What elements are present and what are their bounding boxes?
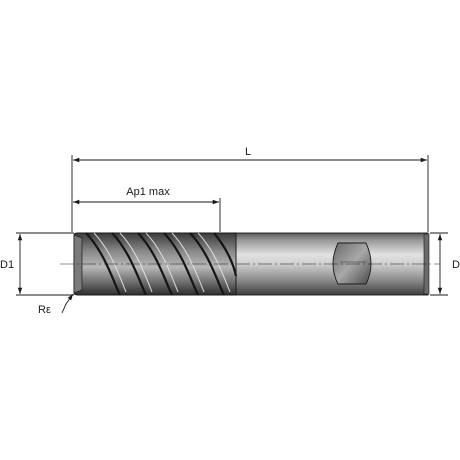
shank-diameter-dimension: D <box>430 232 460 296</box>
overall-length-label: L <box>245 146 251 158</box>
shank-diameter-label: D <box>452 259 460 271</box>
cut-length-dimension: Ap1 max <box>73 186 221 232</box>
weldon-flat <box>332 242 372 285</box>
cutting-diameter-dimension: D1 <box>0 232 74 296</box>
corner-radius-callout: Rε <box>38 293 74 316</box>
cut-length-label: Ap1 max <box>126 186 170 198</box>
corner-radius-label: Rε <box>38 304 51 316</box>
helical-flutes <box>85 232 238 296</box>
cutting-diameter-label: D1 <box>0 259 14 271</box>
overall-length-dimension: L <box>71 146 429 232</box>
